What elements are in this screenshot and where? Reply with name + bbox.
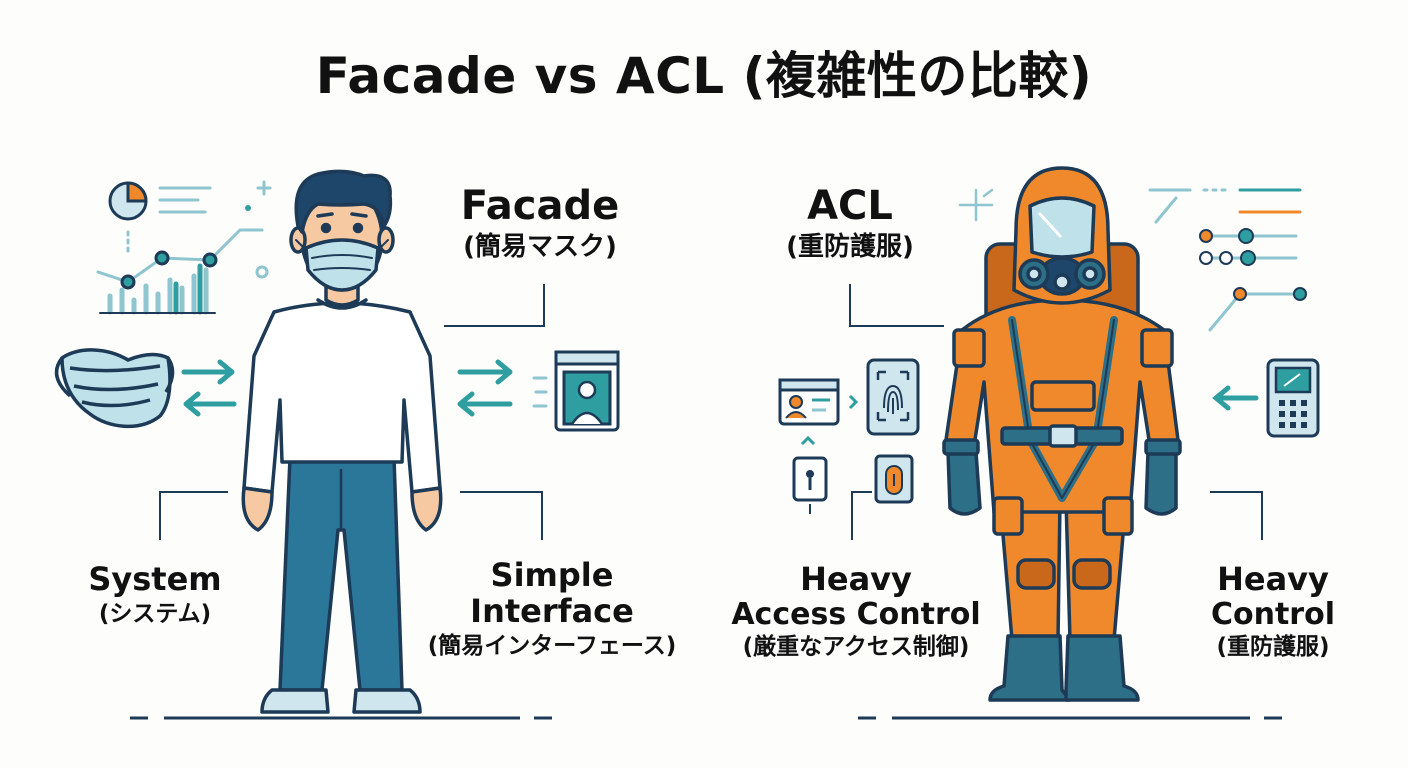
- person-with-simple-mask-illustration: [241, 169, 443, 714]
- simple-interface-line2: Interface: [470, 591, 634, 630]
- keypad-device-icon: [1212, 358, 1320, 438]
- simple-interface-label: Simple Interface (簡易インターフェース): [412, 556, 692, 659]
- sparkle-icon: [958, 188, 994, 222]
- connector-lines: [849, 284, 1282, 720]
- heavy-control-label: Heavy Control (重防護服): [1188, 560, 1358, 661]
- access-control-icons: [778, 358, 920, 514]
- heavy-control-line1: Heavy: [1217, 560, 1329, 598]
- heavy-access-control-label: Heavy Access Control (厳重なアクセス制御): [718, 560, 994, 661]
- page-title: Facade vs ACL (複雑性の比較): [315, 47, 1093, 105]
- simple-interface-subtitle: (簡易インターフェース): [427, 632, 677, 659]
- acl-heading-subtitle: (重防護服): [786, 231, 914, 262]
- acl-heading-title: ACL: [807, 183, 893, 229]
- acl-heading: ACL (重防護服): [760, 184, 940, 262]
- facade-heading: Facade (簡易マスク): [440, 184, 640, 262]
- system-label-title: System: [88, 560, 222, 598]
- heavy-control-subtitle: (重防護服): [1216, 634, 1330, 661]
- face-mask-icon: [54, 348, 175, 429]
- analytics-chart-icon: [96, 180, 272, 315]
- heavy-access-control-line2: Access Control: [731, 596, 981, 632]
- connector-lines: [130, 284, 552, 720]
- simple-interface-line1: Simple: [490, 556, 614, 594]
- heavy-control-line2: Control: [1210, 596, 1335, 632]
- exchange-arrows-icon: [457, 359, 513, 417]
- control-sliders-icon: [1148, 188, 1307, 332]
- exchange-arrows-icon: [181, 359, 237, 417]
- system-label-subtitle: (システム): [98, 600, 212, 627]
- person-in-hazmat-suit-illustration: [942, 166, 1182, 702]
- heavy-access-control-line1: Heavy: [800, 560, 912, 598]
- facade-heading-subtitle: (簡易マスク): [463, 231, 617, 262]
- user-profile-window-icon: [532, 350, 620, 432]
- facade-heading-title: Facade: [460, 183, 620, 229]
- heavy-access-control-subtitle: (厳重なアクセス制御): [742, 634, 970, 661]
- system-label: System (システム): [70, 560, 240, 628]
